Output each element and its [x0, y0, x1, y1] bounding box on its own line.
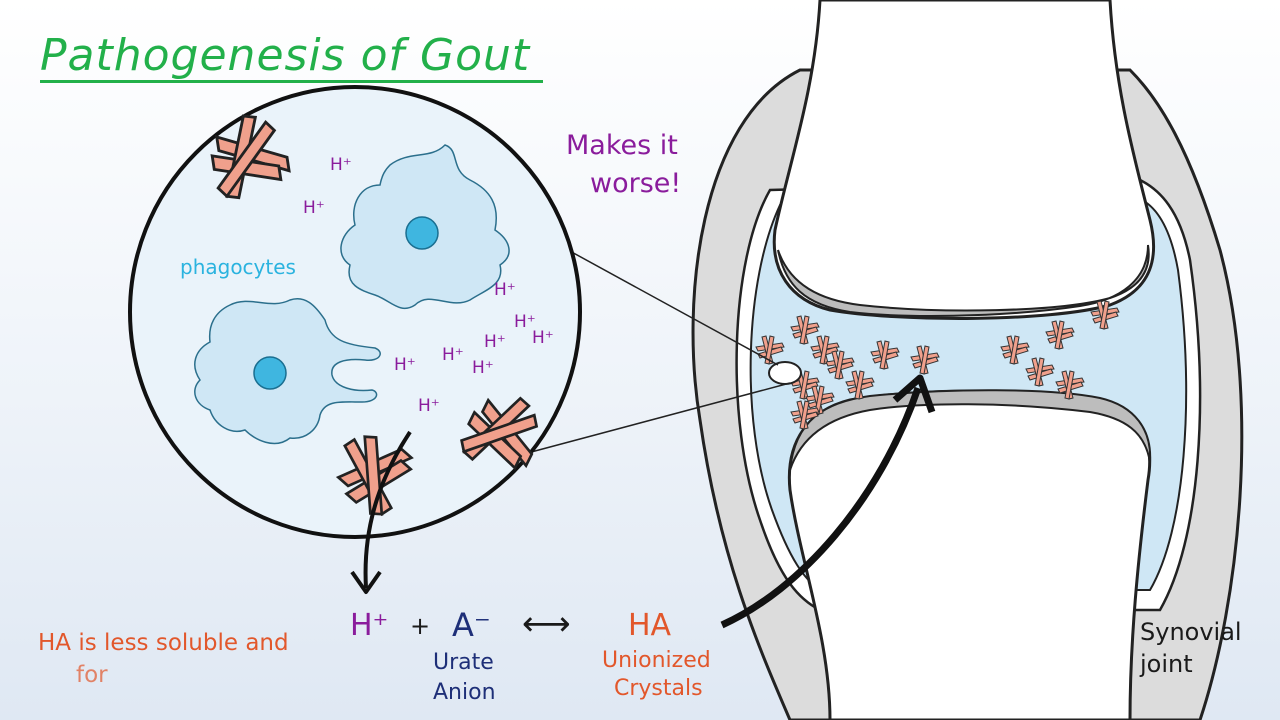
synovial-label-line2: joint [1140, 650, 1193, 678]
arrow-head-up [892, 374, 936, 414]
magnified-view [128, 85, 582, 539]
proton-label: H⁺ [532, 328, 554, 348]
equation-plus: + [410, 612, 431, 640]
phagocyte-nucleus [405, 216, 439, 250]
caption-line1: HA is less soluble and [38, 630, 289, 656]
equation-arrow: ⟷ [522, 604, 571, 644]
zoom-line-bottom [519, 382, 791, 456]
caption-line2: for [76, 662, 108, 688]
proton-label: H⁺ [303, 198, 325, 218]
synovial-label-line1: Synovial [1140, 618, 1242, 646]
arrow-to-joint [720, 386, 922, 629]
proton-label: H⁺ [472, 358, 494, 378]
proton-label: H⁺ [484, 332, 506, 352]
phagocyte-bottom [194, 298, 381, 445]
unionized-label-line2: Crystals [614, 676, 703, 701]
proton-label: H⁺ [394, 355, 416, 375]
unionized-label-line1: Unionized [602, 648, 711, 673]
page-title: Pathogenesis of Gout [40, 30, 531, 81]
zoom-origin-marker [768, 361, 802, 385]
upper-bone [772, 0, 1156, 320]
phagocytes-label: phagocytes [180, 255, 296, 279]
equation-anion: A⁻ [452, 606, 491, 644]
upper-cartilage [777, 244, 1150, 317]
proton-label: H⁺ [442, 345, 464, 365]
makes-it-worse-line1: Makes it [566, 130, 678, 161]
phagocyte-nucleus [253, 356, 287, 390]
arrow-head-down [350, 570, 382, 594]
arrow-to-equation [363, 430, 412, 589]
urate-label-line2: Anion [433, 680, 496, 705]
proton-label: H⁺ [330, 155, 352, 175]
urate-label-line1: Urate [433, 650, 494, 675]
proton-label: H⁺ [418, 396, 440, 416]
equation-acid: HA [628, 608, 672, 643]
zoom-line-top [567, 249, 779, 366]
synovial-joint [691, 0, 1244, 720]
makes-it-worse-line2: worse! [590, 168, 682, 199]
proton-label: H⁺ [494, 280, 516, 300]
lower-bone [787, 389, 1152, 720]
title-underline [40, 80, 543, 83]
lower-cartilage [789, 389, 1152, 471]
proton-label: H⁺ [514, 312, 536, 332]
equation-proton: H⁺ [350, 608, 389, 643]
